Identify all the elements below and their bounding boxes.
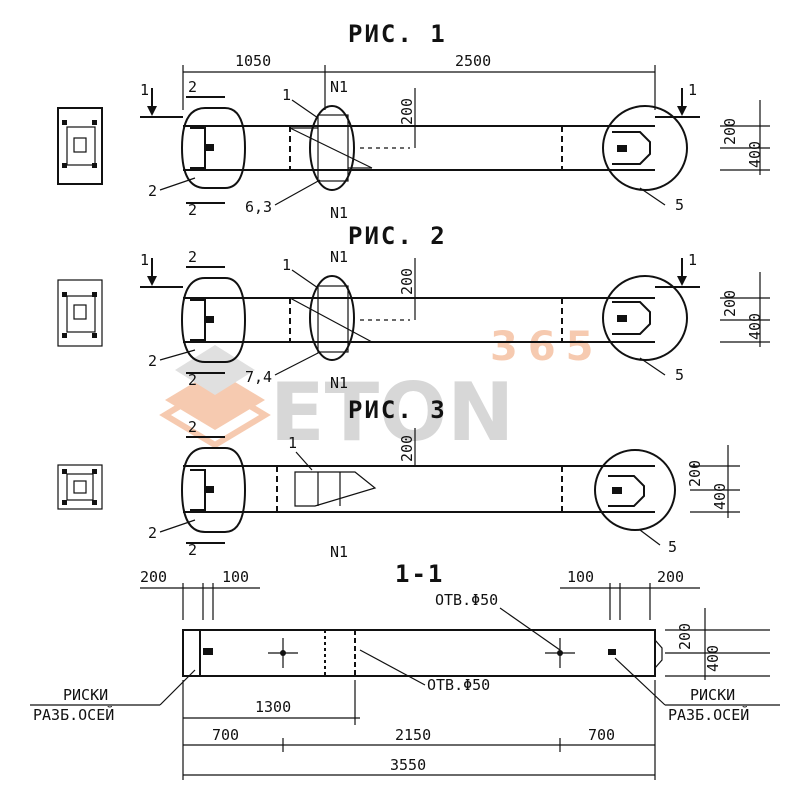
fig2-cut-1-right: 1 [688, 251, 697, 269]
fig2-dim-400-right: 400 [746, 313, 764, 340]
fig1-node-N1-bottom: N1 [330, 204, 348, 222]
fig1-cut-1-right: 1 [688, 81, 697, 99]
fig3-dim-200-right: 200 [686, 460, 704, 487]
fig1-beam [140, 88, 700, 191]
section-dim-3550: 3550 [390, 756, 426, 774]
fig3-dim-400-right: 400 [711, 483, 729, 510]
fig3-cut-2-bottom: 2 [188, 541, 197, 559]
fig2-cross-section-icon [57, 279, 103, 347]
section-dim-100-right: 100 [567, 568, 594, 586]
fig1-dim-400-right: 400 [746, 141, 764, 168]
section-right-dims: 200 400 [665, 608, 770, 680]
fig2-pos-1: 1 [282, 256, 291, 274]
section-dim-700-right: 700 [588, 726, 615, 744]
section-dim-2150: 2150 [395, 726, 431, 744]
fig2-dim-200-vertical: 200 [398, 268, 416, 295]
fig1-pos-5: 5 [675, 196, 684, 214]
fig2-beam [140, 258, 700, 363]
section-top-dims: 200 100 100 200 [140, 568, 700, 620]
marks-label-right-1: РИСКИ [690, 686, 735, 704]
fig2-pos-5: 5 [675, 366, 684, 384]
fig2-cut-1-left: 1 [140, 251, 149, 269]
fig2-annotations: 1 1 2 2 2 1 N1 N1 7,4 200 5 200 400 [140, 248, 770, 392]
fig2-node-N1-top: N1 [330, 248, 348, 266]
watermark-logo-icon [159, 345, 271, 449]
fig3-dim-200-vertical: 200 [398, 435, 416, 462]
fig2-dim-200-right: 200 [721, 290, 739, 317]
dim-1050: 1050 [235, 52, 271, 70]
fig3-pos-1: 1 [288, 434, 297, 452]
fig3-annotations: 2 2 2 1 N1 200 5 200 400 [148, 418, 740, 561]
section-bottom-dims: 1300 700 2150 700 3550 [182, 680, 656, 780]
fig3-pos-5: 5 [668, 538, 677, 556]
top-dimension: 1050 2500 [182, 52, 656, 110]
section-annotations: ОТВ.Φ50 ОТВ.Φ50 РИСКИ РАЗБ.ОСЕЙ РИСКИ РА… [30, 591, 780, 724]
fig3-beam [180, 428, 676, 533]
fig1-dim-200-vertical: 200 [398, 98, 416, 125]
fig2-cut-2-bottom: 2 [188, 371, 197, 389]
fig1-title: РИС. 1 [348, 20, 447, 48]
fig1-weight: 6,3 [245, 198, 272, 216]
fig2-title: РИС. 2 [348, 222, 447, 250]
fig2-pos-2: 2 [148, 352, 157, 370]
fig1-cross-section-icon [57, 107, 103, 185]
marks-label-left-2: РАЗБ.ОСЕЙ [33, 705, 114, 724]
fig3-title: РИС. 3 [348, 396, 447, 424]
marks-label-left-1: РИСКИ [63, 686, 108, 704]
fig2-weight: 7,4 [245, 368, 272, 386]
section-beam [182, 629, 663, 677]
fig1-node-N1-top: N1 [330, 78, 348, 96]
hole-label-top: ОТВ.Φ50 [435, 591, 498, 609]
section-dim-1300: 1300 [255, 698, 291, 716]
fig3-pos-2: 2 [148, 524, 157, 542]
fig1-cut-2-top: 2 [188, 78, 197, 96]
watermark-brand: ETON [270, 366, 514, 459]
section-title: 1-1 [395, 560, 444, 588]
hole-label-bottom: ОТВ.Φ50 [427, 676, 490, 694]
section-dim-400-right-v: 400 [704, 645, 722, 672]
watermark: ETON 365 [159, 324, 604, 459]
fig1-annotations: 1 1 2 2 2 1 N1 N1 6,3 200 5 200 400 [140, 78, 770, 222]
section-dim-700-left: 700 [212, 726, 239, 744]
fig1-cut-1-left: 1 [140, 81, 149, 99]
section-dim-200-right-v: 200 [676, 623, 694, 650]
watermark-number: 365 [490, 324, 604, 370]
section-dim-100-left: 100 [222, 568, 249, 586]
fig1-pos-1: 1 [282, 86, 291, 104]
fig3-cross-section-icon [57, 464, 103, 510]
section-dim-200-right: 200 [657, 568, 684, 586]
fig1-pos-2: 2 [148, 182, 157, 200]
fig2-cut-2-top: 2 [188, 248, 197, 266]
fig1-cut-2-bottom: 2 [188, 201, 197, 219]
fig3-node-N1-bottom: N1 [330, 543, 348, 561]
section-dim-200-left: 200 [140, 568, 167, 586]
marks-label-right-2: РАЗБ.ОСЕЙ [668, 705, 749, 724]
fig1-dim-200-right: 200 [721, 118, 739, 145]
fig2-node-N1-bottom: N1 [330, 374, 348, 392]
fig3-cut-2-top: 2 [188, 418, 197, 436]
dim-2500: 2500 [455, 52, 491, 70]
